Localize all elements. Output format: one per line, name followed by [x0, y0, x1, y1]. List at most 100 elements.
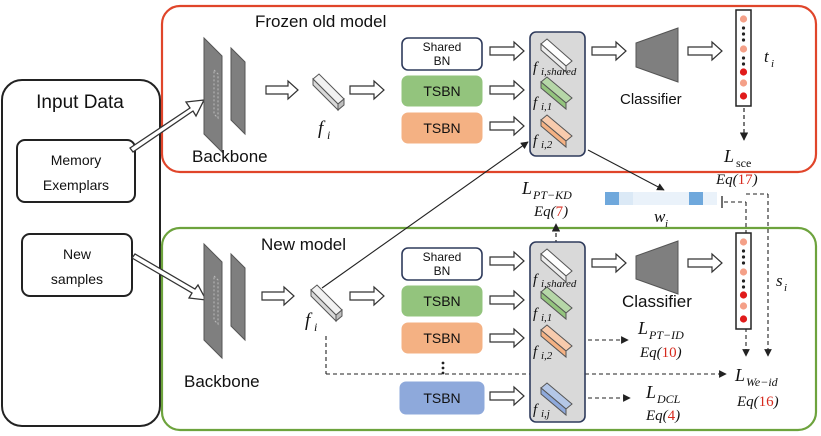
memory-exemplars-box: [16, 139, 136, 203]
loss-ptkd-label: L: [521, 178, 532, 198]
new-samples-line2: samples: [51, 271, 103, 287]
old-classifier-label: Classifier: [620, 91, 682, 108]
weight-label: w: [654, 207, 666, 226]
loss-ptid-sub: PT−ID: [648, 328, 684, 342]
new-tsbn1-box: [401, 285, 483, 317]
new-shared-feature-icon: [540, 248, 573, 284]
new-tsbn-ellipsis: [441, 361, 445, 375]
new-f1-label: f: [533, 306, 539, 322]
memory-exemplars-line1: Memory: [51, 152, 102, 168]
old-classifier-icon: [635, 27, 679, 83]
old-logits-sub: i: [771, 58, 774, 70]
new-fj-feature-icon: [540, 382, 573, 417]
new-model-title: New model: [261, 235, 346, 254]
new-arrow-5: [489, 327, 525, 349]
new-f-to-old-f2-arrow: [321, 141, 529, 289]
new-classifier-label: Classifier: [622, 292, 692, 311]
loss-dcl-label: L: [645, 382, 656, 402]
new-backbone-icon: [203, 242, 246, 360]
memory-to-old-arrow: [129, 99, 206, 153]
new-samples-box: [21, 233, 133, 297]
new-fj-sub: i,j: [541, 408, 550, 420]
input-data-title: Input Data: [36, 92, 124, 113]
new-arrow-7: [591, 252, 627, 274]
old-model-title: Frozen old model: [255, 12, 386, 31]
new-arrow-1: [261, 285, 295, 307]
old-arrow-1: [265, 79, 299, 101]
old-tsbn1-label: TSBN: [423, 83, 460, 99]
new-arrow-2: [349, 285, 385, 307]
new-to-new-arrow: [131, 253, 208, 301]
new-f1-feature-icon: [540, 286, 573, 321]
old-shared-bn-line1: Shared: [423, 40, 462, 54]
loss-sce-sub: sce: [736, 156, 751, 170]
old-model-frame: [160, 4, 818, 174]
new-samples-line1: New: [63, 246, 92, 262]
new-shared-bn-line2: BN: [434, 264, 451, 278]
new-backbone-label: Backbone: [184, 372, 260, 391]
old-arrow-6: [591, 40, 627, 62]
loss-ptid-eq: Eq(10): [639, 345, 682, 361]
loss-weid-label: L: [734, 365, 745, 385]
new-classifier-icon: [635, 240, 679, 295]
old-logits-vector: [735, 9, 752, 107]
new-f-shared-label: f: [533, 272, 539, 288]
old-arrow-7: [687, 40, 723, 62]
loss-ptkd-eq: Eq(7): [533, 204, 568, 220]
old-f2-sub: i,2: [541, 139, 553, 151]
old-backbone-icon: [203, 36, 246, 154]
new-arrow-4: [489, 289, 525, 311]
new-tsbn-j-box: [399, 381, 485, 415]
new-feature-icon: [310, 284, 343, 323]
old-f1-sub: i,1: [541, 101, 552, 113]
new-tsbn2-label: TSBN: [423, 330, 460, 346]
new-f2-feature-icon: [540, 324, 573, 359]
old-f1-feature-icon: [540, 76, 573, 111]
loss-ptid-label: L: [637, 318, 648, 338]
loss-sce-eq: Eq(17): [715, 172, 758, 188]
old-feature-icon: [312, 73, 345, 112]
old-f1-label: f: [533, 95, 539, 111]
new-tsbn1-label: TSBN: [423, 293, 460, 309]
new-arrow-8: [687, 252, 723, 274]
new-feature-label: f: [305, 310, 313, 331]
old-arrow-2: [349, 79, 385, 101]
old-f2-to-weight-arrow: [587, 149, 665, 191]
new-tsbn-j-label: TSBN: [423, 390, 460, 406]
new-f2-sub: i,2: [541, 350, 553, 362]
new-logits-vector: [735, 232, 752, 330]
new-arrow-6: [489, 385, 525, 407]
weight-vector: [605, 192, 717, 205]
loss-ptkd-sub: PT−KD: [532, 188, 572, 202]
old-arrow-5: [489, 115, 525, 137]
old-arrow-4: [489, 79, 525, 101]
old-tsbn2-label: TSBN: [423, 120, 460, 136]
old-f2-label: f: [533, 133, 539, 149]
new-tsbn2-box: [401, 322, 483, 354]
old-logits-label: t: [764, 47, 770, 66]
old-f-shared-label: f: [533, 60, 539, 76]
old-tsbn2-box: [401, 112, 483, 144]
new-logits-sub: i: [784, 282, 787, 294]
new-feature-panel: [529, 241, 586, 423]
memory-exemplars-line2: Exemplars: [43, 177, 109, 193]
loss-weid-sub: We−id: [746, 375, 779, 389]
loss-sce-label: L: [723, 146, 734, 166]
new-logits-label: s: [776, 271, 783, 290]
old-shared-bn-box: [401, 37, 483, 71]
new-arrow-3: [489, 250, 525, 272]
weight-sub: i: [665, 218, 668, 230]
new-model-frame: [160, 226, 818, 432]
new-f-shared-sub: i,shared: [541, 278, 577, 290]
old-arrow-3: [489, 40, 525, 62]
old-f-shared-sub: i,shared: [541, 66, 577, 78]
old-feature-sub: i: [327, 128, 330, 142]
old-feature-label: f: [318, 118, 326, 139]
new-shared-bn-box: [401, 247, 483, 281]
loss-weid-eq: Eq(16): [736, 394, 779, 410]
old-shared-feature-icon: [540, 38, 573, 74]
loss-dcl-sub: DCL: [656, 392, 681, 406]
old-backbone-label: Backbone: [192, 147, 268, 166]
loss-dcl-eq: Eq(4): [645, 408, 680, 424]
